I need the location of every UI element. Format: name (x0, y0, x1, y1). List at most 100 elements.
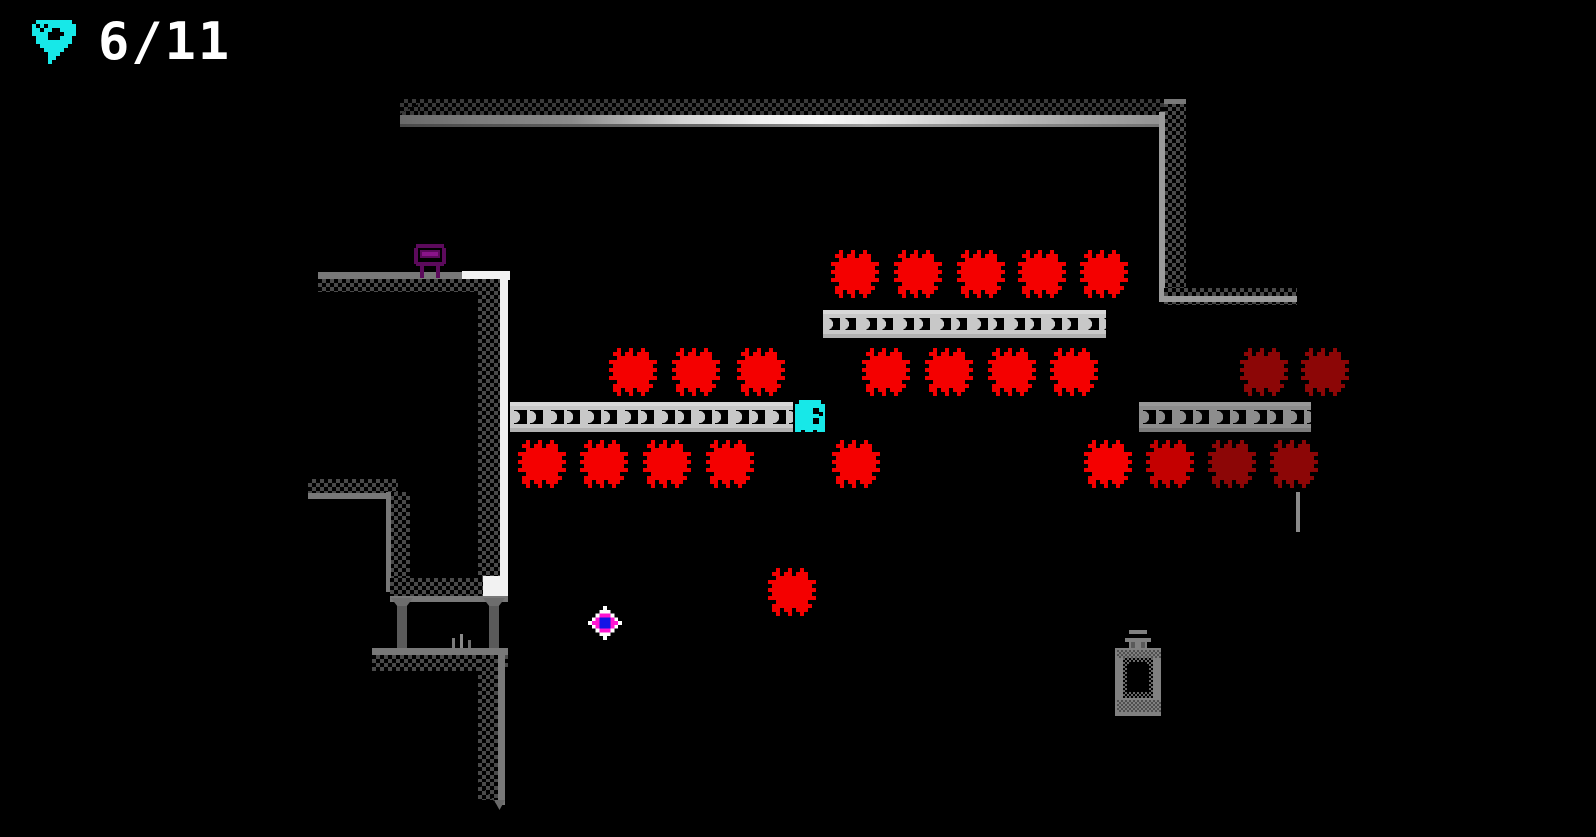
bridge-pattern (823, 316, 1106, 332)
spike-hazard (518, 440, 566, 488)
spike-sprite (643, 440, 691, 488)
upper-right-bridge (823, 310, 1106, 338)
spike-hazard (832, 440, 880, 488)
support-pillar-right (489, 600, 499, 650)
floor-tick-1 (452, 638, 455, 650)
pillar-room-top-slab-hi (483, 576, 508, 596)
bridge-tile (860, 316, 897, 332)
support-pillar-left-cap (391, 598, 413, 606)
lower-left-wall (478, 655, 498, 800)
spike-sprite (1050, 348, 1098, 396)
spike-sprite (1208, 440, 1256, 488)
bridge-cap-top (1139, 402, 1311, 406)
spike-hazard (672, 348, 720, 396)
spike-sprite (1084, 440, 1132, 488)
lower-left-wall-tip (494, 800, 505, 810)
spike-sprite (831, 250, 879, 298)
ceiling-glow-band (400, 115, 1178, 126)
bridge-cap-bottom (510, 428, 793, 432)
spike-hazard (988, 348, 1036, 396)
bridge-cap-top (510, 402, 793, 406)
spike-sprite (1240, 348, 1288, 396)
right-bridge (1139, 402, 1311, 432)
spike-sprite (925, 348, 973, 396)
spike-sprite (580, 440, 628, 488)
left-mid-ledge-drop-edge (386, 492, 391, 592)
right-wall-top-cap (1164, 99, 1186, 104)
spike-hazard (1240, 348, 1288, 396)
bridge-tile (584, 408, 621, 426)
spike-sprite (706, 440, 754, 488)
spike-sprite (1301, 348, 1349, 396)
left-top-ledge (318, 279, 508, 292)
gem-counter-hud: 6/11 (28, 16, 231, 68)
spike-hazard (862, 348, 910, 396)
support-pillar-left (397, 600, 407, 650)
spike-sprite (768, 568, 816, 616)
canister-object (1107, 630, 1169, 716)
bridge-tile (897, 316, 934, 332)
spike-sprite (672, 348, 720, 396)
gem-pickup-sprite (588, 606, 622, 640)
robot-turret (410, 244, 450, 278)
gem-counter-text: 6/11 (98, 12, 232, 72)
bridge-cap-bottom (1139, 428, 1311, 432)
center-bridge (510, 402, 793, 432)
gem-icon-svg (32, 20, 76, 64)
canister-sprite (1115, 630, 1161, 716)
left-mid-ledge-highlight (308, 492, 398, 499)
bridge-tile (1213, 408, 1250, 426)
spike-hazard (1050, 348, 1098, 396)
right-hairline (1296, 492, 1300, 532)
spike-sprite (957, 250, 1005, 298)
bridge-tile (934, 316, 971, 332)
spike-hazard (925, 348, 973, 396)
floor-tick-2 (460, 634, 463, 650)
spike-hazard (1301, 348, 1349, 396)
spike-sprite (1270, 440, 1318, 488)
bridge-tile (823, 316, 860, 332)
spike-hazard (1084, 440, 1132, 488)
spike-sprite (737, 348, 785, 396)
bridge-tile (769, 408, 793, 426)
gem-icon (28, 16, 80, 68)
pillar-room-floor (372, 655, 508, 671)
floor-tick-3 (468, 640, 471, 650)
bridge-tile (547, 408, 584, 426)
bridge-tile (1250, 408, 1287, 426)
right-wall-ledge-edge (1159, 296, 1297, 302)
spike-hazard (706, 440, 754, 488)
spike-hazard (1080, 250, 1128, 298)
spike-hazard (737, 348, 785, 396)
bridge-tile (510, 408, 547, 426)
support-pillar-right-cap (483, 598, 505, 606)
spike-hazard (768, 568, 816, 616)
bridge-cap-bottom (823, 334, 1106, 338)
spike-hazard (894, 250, 942, 298)
spike-sprite (1080, 250, 1128, 298)
left-mid-ledge-drop (390, 492, 410, 592)
spike-hazard (1208, 440, 1256, 488)
spike-hazard (580, 440, 628, 488)
bridge-tile (621, 408, 658, 426)
spike-hazard (831, 250, 879, 298)
bridge-tile (1139, 408, 1176, 426)
bridge-pattern (510, 408, 793, 426)
lower-left-wall-edge (498, 655, 505, 805)
spike-sprite (988, 348, 1036, 396)
pillar-room-top-slab (390, 578, 508, 596)
bridge-pattern (1139, 408, 1311, 426)
player-character[interactable] (795, 400, 825, 434)
gem-pickup[interactable] (588, 606, 622, 640)
spike-hazard (1018, 250, 1066, 298)
spike-hazard (643, 440, 691, 488)
left-top-ledge-bright (462, 271, 510, 280)
right-wall-column (1164, 99, 1186, 304)
spike-hazard (1146, 440, 1194, 488)
pillar-room-top-slab-edge (390, 596, 508, 602)
spike-sprite (518, 440, 566, 488)
left-main-wall (478, 279, 500, 589)
bridge-tile (1287, 408, 1311, 426)
bridge-cap-top (823, 310, 1106, 314)
left-top-ledge-highlight (318, 272, 508, 279)
